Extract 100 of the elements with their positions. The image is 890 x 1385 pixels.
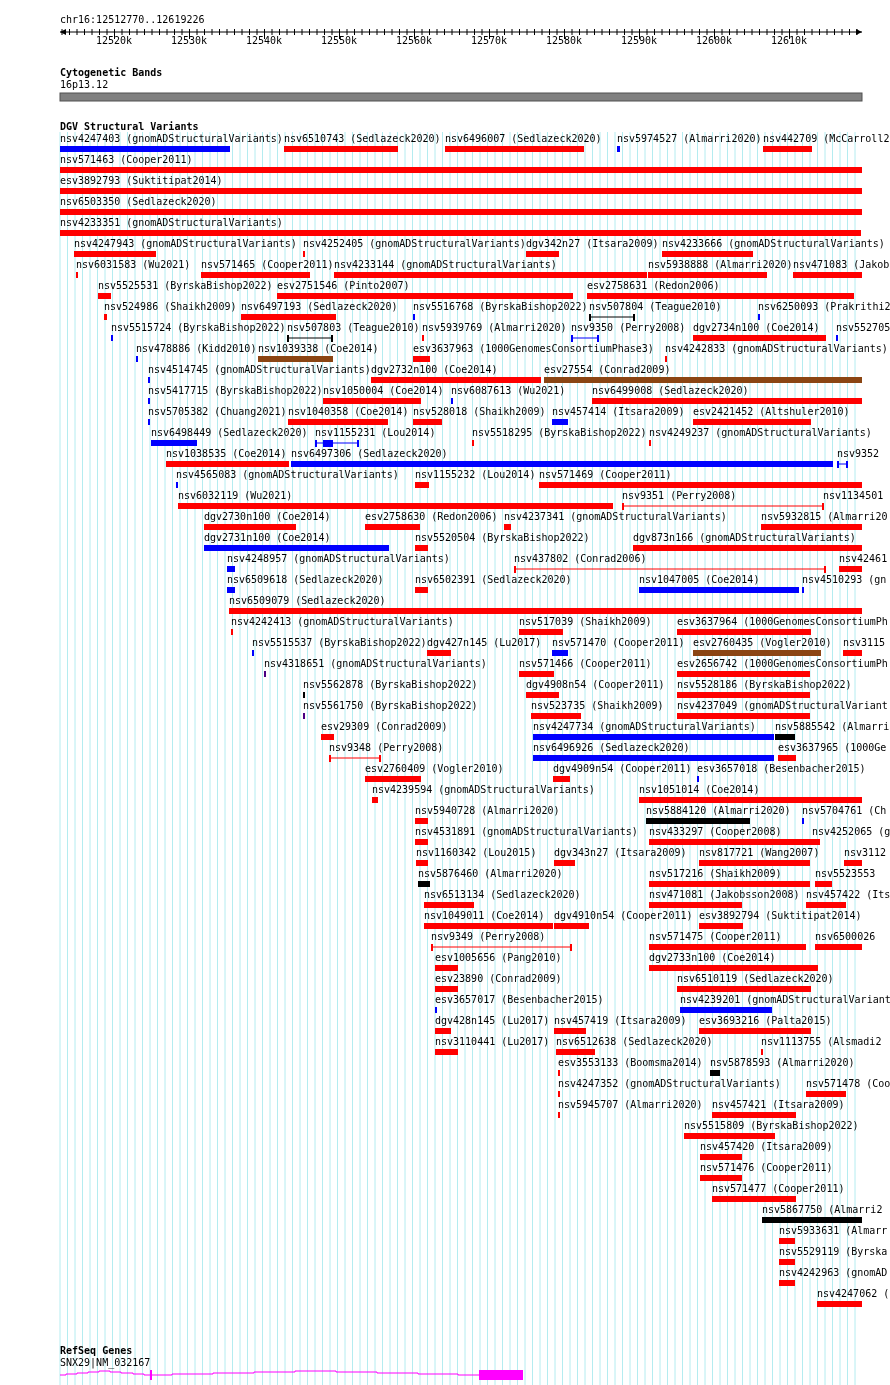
variant-label: esv2656742 (1000GenomesConsortiumPh xyxy=(677,658,888,670)
variant-label: nsv433297 (Cooper2008) xyxy=(649,826,782,838)
variant-label: nsv4531891 (gnomADStructuralVariants) xyxy=(415,826,638,838)
variant-label: nsv4239594 (gnomADStructuralVariants) xyxy=(372,784,595,796)
variant-label: nsv478886 (Kidd2010) xyxy=(136,343,257,355)
variant-label: nsv5884120 (Almarri2020) xyxy=(646,805,791,817)
variant-label: esv27554 (Conrad2009) xyxy=(544,364,671,376)
variant-label: nsv6498449 (Sedlazeck2020) xyxy=(151,427,308,439)
variant-label: nsv442709 (McCarroll2 xyxy=(763,133,890,145)
variant-label: nsv5529119 (Byrska xyxy=(779,1246,888,1258)
variant-label: nsv5938888 (Almarri2020) xyxy=(648,259,793,271)
variant-label: nsv6497193 (Sedlazeck2020) xyxy=(241,301,398,313)
variant-label: nsv6499008 (Sedlazeck2020) xyxy=(592,385,749,397)
variant-label: nsv5515809 (ByrskaBishop2022) xyxy=(684,1120,859,1132)
variant-label: nsv552705 xyxy=(836,322,890,334)
variant-label: nsv5945707 (Almarri2020) xyxy=(558,1099,703,1111)
variant-label: nsv1040358 (Coe2014) xyxy=(288,406,409,418)
variant-label: nsv571469 (Cooper2011) xyxy=(539,469,672,481)
variant-label: nsv1047005 (Coe2014) xyxy=(639,574,760,586)
variant-label: nsv6513134 (Sedlazeck2020) xyxy=(424,889,581,901)
variant-label: dgv2732n100 (Coe2014) xyxy=(371,364,498,376)
variant-label: nsv1160342 (Lou2015) xyxy=(416,847,537,859)
variant-label: nsv5523553 xyxy=(815,868,876,880)
variant-label: dgv2730n100 (Coe2014) xyxy=(204,511,331,523)
variant-label: nsv5525531 (ByrskaBishop2022) xyxy=(98,280,273,292)
variant-label: dgv4908n54 (Cooper2011) xyxy=(526,679,665,691)
tick-label: 12560k xyxy=(396,35,433,47)
variant-label: nsv3115 xyxy=(843,637,886,649)
variant-label: esv2751546 (Pinto2007) xyxy=(277,280,410,292)
variant-label: nsv524986 (Shaikh2009) xyxy=(104,301,237,313)
variant-label: esv2758630 (Redon2006) xyxy=(365,511,498,523)
variant-label: esv2758631 (Redon2006) xyxy=(587,280,720,292)
variant-label: nsv5520504 (ByrskaBishop2022) xyxy=(415,532,590,544)
variant-label: nsv4252405 (gnomADStructuralVariants) xyxy=(303,238,526,250)
variant-label: nsv457419 (Itsara2009) xyxy=(554,1015,687,1027)
variant-label: nsv1038535 (Coe2014) xyxy=(166,448,287,460)
variant-label: nsv4247403 (gnomADStructuralVariants) xyxy=(60,133,283,145)
variant-label: esv3892793 (Suktitipat2014) xyxy=(60,175,223,187)
variant-label: esv3693216 (Palta2015) xyxy=(699,1015,832,1027)
variant-label: esv3637965 (1000Ge xyxy=(778,742,887,754)
variant-label: nsv3112 xyxy=(844,847,887,859)
variant-label: nsv1155231 (Lou2014) xyxy=(315,427,436,439)
variant-label: nsv517039 (Shaikh2009) xyxy=(519,616,652,628)
variant-label: nsv5878593 (Almarri2020) xyxy=(710,1057,855,1069)
variant-label: nsv457420 (Itsara2009) xyxy=(700,1141,833,1153)
variant-label: dgv342n27 (Itsara2009) xyxy=(526,238,659,250)
variant-label: nsv1155232 (Lou2014) xyxy=(415,469,536,481)
variant-label: esv3892794 (Suktitipat2014) xyxy=(699,910,862,922)
variant-label: nsv437802 (Conrad2006) xyxy=(514,553,647,565)
variant-label: esv23890 (Conrad2009) xyxy=(435,973,562,985)
variant-label: nsv4233144 (gnomADStructuralVariants) xyxy=(334,259,557,271)
variant-label: nsv1113755 (Alsmadi2 xyxy=(761,1036,882,1048)
variant-label: nsv457421 (Itsara2009) xyxy=(712,1099,845,1111)
variant-label: esv3637964 (1000GenomesConsortiumPh xyxy=(677,616,888,628)
variant-label: esv2760435 (Vogler2010) xyxy=(693,637,832,649)
variant-label: esv29309 (Conrad2009) xyxy=(321,721,448,733)
variant-label: nsv523735 (Shaikh2009) xyxy=(531,700,664,712)
variant-label: nsv5518295 (ByrskaBishop2022) xyxy=(472,427,647,439)
variant-label: esv3657018 (Besenbacher2015) xyxy=(697,763,866,775)
variant-label: nsv571475 (Cooper2011) xyxy=(649,931,782,943)
variant-label: dgv873n166 (gnomADStructuralVariants) xyxy=(633,532,856,544)
variant-label: esv2760409 (Vogler2010) xyxy=(365,763,504,775)
variant-label: nsv507804 (Teague2010) xyxy=(589,301,722,313)
variant-label: dgv2733n100 (Coe2014) xyxy=(649,952,776,964)
variant-label: nsv571477 (Cooper2011) xyxy=(712,1183,845,1195)
variant-label: nsv4239201 (gnomADStructuralVariant xyxy=(680,994,890,1006)
variant-label: nsv6500026 xyxy=(815,931,876,943)
variant-label: nsv9349 (Perry2008) xyxy=(431,931,546,943)
coordinate-label: chr16:12512770..12619226 xyxy=(60,14,205,26)
variant-label: nsv4247734 (gnomADStructuralVariants) xyxy=(533,721,756,733)
variant-label: nsv471081 (Jakobsson2008) xyxy=(649,889,800,901)
variant-label: nsv571465 (Cooper2011) xyxy=(201,259,334,271)
tick-label: 12520k xyxy=(96,35,133,47)
variant-label: nsv4252065 (g xyxy=(812,826,890,838)
variant-label: nsv4249237 (gnomADStructuralVariants) xyxy=(649,427,872,439)
variant-label: dgv4910n54 (Cooper2011) xyxy=(554,910,693,922)
tick-label: 12610k xyxy=(771,35,808,47)
variant-label: nsv571470 (Cooper2011) xyxy=(552,637,685,649)
tick-label: 12540k xyxy=(246,35,283,47)
variant-label: nsv4247352 (gnomADStructuralVariants) xyxy=(558,1078,781,1090)
variant-label: nsv4233666 (gnomADStructuralVariants) xyxy=(662,238,885,250)
variant-label: nsv1134501 xyxy=(823,490,884,502)
tick-label: 12570k xyxy=(471,35,508,47)
variant-label: nsv1049011 (Coe2014) xyxy=(424,910,545,922)
variant-label: nsv4318651 (gnomADStructuralVariants) xyxy=(264,658,487,670)
variant-label: nsv5940728 (Almarri2020) xyxy=(415,805,560,817)
variant-label: nsv6496926 (Sedlazeck2020) xyxy=(533,742,690,754)
variant-label: nsv1051014 (Coe2014) xyxy=(639,784,760,796)
tick-label: 12530k xyxy=(171,35,208,47)
variant-label: nsv4242963 (gnomAD xyxy=(779,1267,888,1279)
variant-label: nsv6250093 (Prakrithi2 xyxy=(758,301,890,313)
variant-label: dgv4909n54 (Cooper2011) xyxy=(553,763,692,775)
variant-label: nsv3110441 (Lu2017) xyxy=(435,1036,550,1048)
variant-label: nsv6512638 (Sedlazeck2020) xyxy=(556,1036,713,1048)
variant-label: nsv42461 xyxy=(839,553,888,565)
variant-label: nsv4248957 (gnomADStructuralVariants) xyxy=(227,553,450,565)
variant-label: nsv4514745 (gnomADStructuralVariants) xyxy=(148,364,371,376)
variant-label: nsv5562878 (ByrskaBishop2022) xyxy=(303,679,478,691)
variant-label: nsv6031583 (Wu2021) xyxy=(76,259,191,271)
tick-label: 12600k xyxy=(696,35,733,47)
